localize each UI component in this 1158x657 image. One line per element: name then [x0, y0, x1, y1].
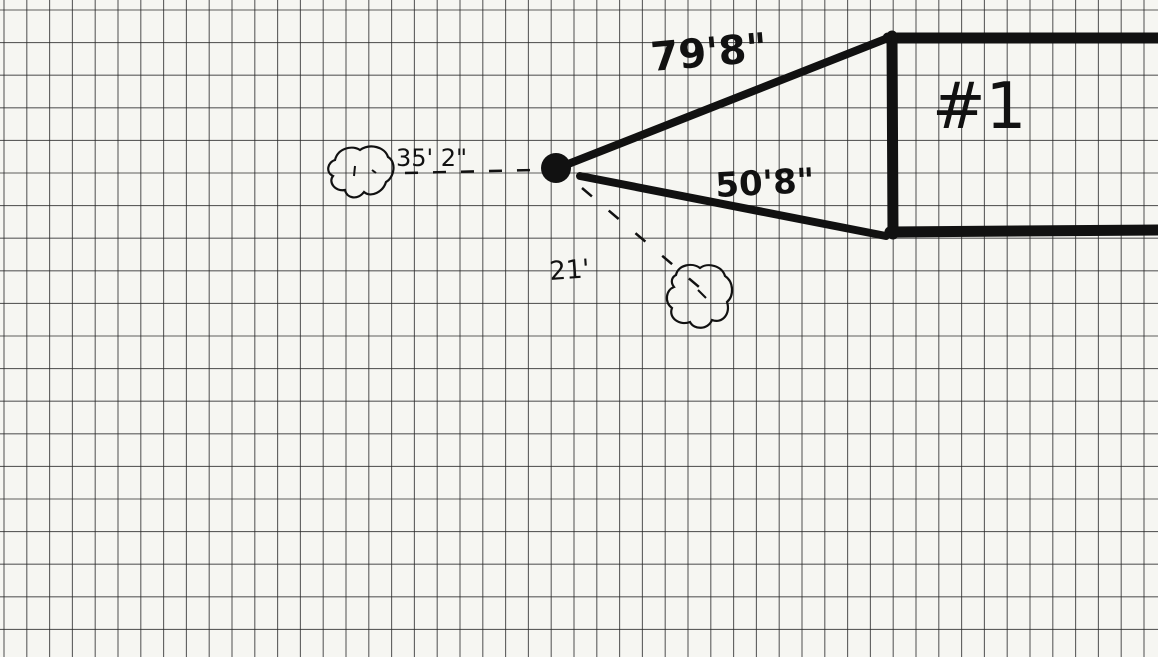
label-building-number: #1 — [932, 70, 1026, 144]
dashed-line-left — [404, 168, 536, 175]
building-outline — [882, 30, 1158, 240]
label-distance-bottom: 50'8" — [714, 161, 815, 206]
tree-diagonal-icon — [665, 263, 734, 329]
tree-left-mark — [353, 165, 377, 177]
label-distance-diagonal: 21' — [548, 254, 590, 287]
tree-left-icon — [327, 145, 395, 199]
label-distance-top: 79'8" — [649, 25, 769, 81]
label-distance-left: 35' 2" — [396, 144, 467, 172]
dashed-line-diagonal — [581, 187, 706, 293]
line-to-top-corner — [554, 34, 892, 172]
tree-diagonal-mark — [697, 289, 707, 299]
measurement-lines — [554, 34, 892, 240]
survey-point-marker — [541, 153, 571, 183]
dashed-lines — [404, 168, 706, 293]
line-to-bottom-corner — [576, 172, 890, 240]
